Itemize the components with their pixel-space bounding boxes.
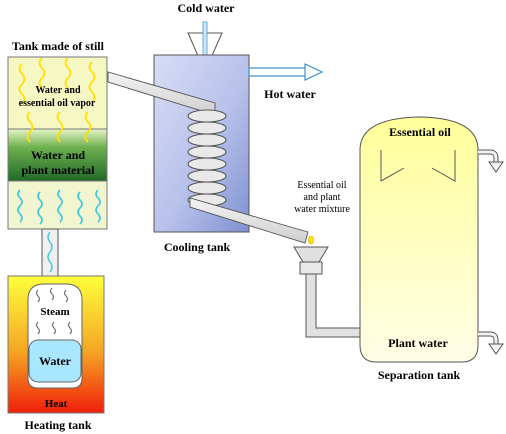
oil-outlet xyxy=(478,149,504,173)
vessel-steam-waves xyxy=(35,287,73,335)
heating-tank-label: Heating tank xyxy=(24,418,91,432)
vapor-label-line1: Water and xyxy=(35,85,81,96)
mixture-label-line2: and plant xyxy=(304,192,341,203)
separation-tank-label: Separation tank xyxy=(378,368,461,382)
mixture-label-line1: Essential oil xyxy=(297,180,346,191)
receiving-funnel-icon xyxy=(293,246,329,263)
essential-oil-label: Essential oil xyxy=(389,125,451,139)
heat-label: Heat xyxy=(45,398,68,410)
water-outlet xyxy=(478,331,504,355)
vessel-water xyxy=(28,339,82,383)
drop-icon xyxy=(308,235,314,245)
steam-label: Steam xyxy=(40,306,69,318)
water-label: Water xyxy=(39,354,72,368)
plant-water-label: Plant water xyxy=(388,336,448,350)
hot-water-label: Hot water xyxy=(264,87,316,101)
still-water-section xyxy=(7,180,108,230)
hot-water-arrow-right-icon xyxy=(304,63,324,81)
vapor-waves xyxy=(18,57,96,143)
cooling-tank-label: Cooling tank xyxy=(164,240,231,254)
cold-water-label: Cold water xyxy=(178,1,236,15)
still-tank xyxy=(7,56,108,230)
vapor-label-line2: essential oil vapor xyxy=(19,98,96,109)
water-outlet-curved-arrow-icon xyxy=(488,343,504,355)
mixture-label-line3: water mixture xyxy=(294,204,350,215)
cooling-coil xyxy=(187,109,227,207)
separation-tank xyxy=(359,116,479,363)
still-steam-waves xyxy=(17,189,101,225)
baffle-right xyxy=(431,150,456,182)
hot-water-outlet xyxy=(248,63,324,81)
funnel-collar xyxy=(299,261,323,275)
baffle-left xyxy=(380,150,405,182)
plant-label-line2: plant material xyxy=(22,163,96,177)
oil-outlet-curved-arrow-icon xyxy=(488,161,504,173)
still-tank-label: Tank made of still xyxy=(12,39,105,53)
condensate-pipe xyxy=(189,197,309,244)
steam-pipe-wave xyxy=(47,231,53,273)
plant-label-line1: Water and xyxy=(31,148,85,162)
